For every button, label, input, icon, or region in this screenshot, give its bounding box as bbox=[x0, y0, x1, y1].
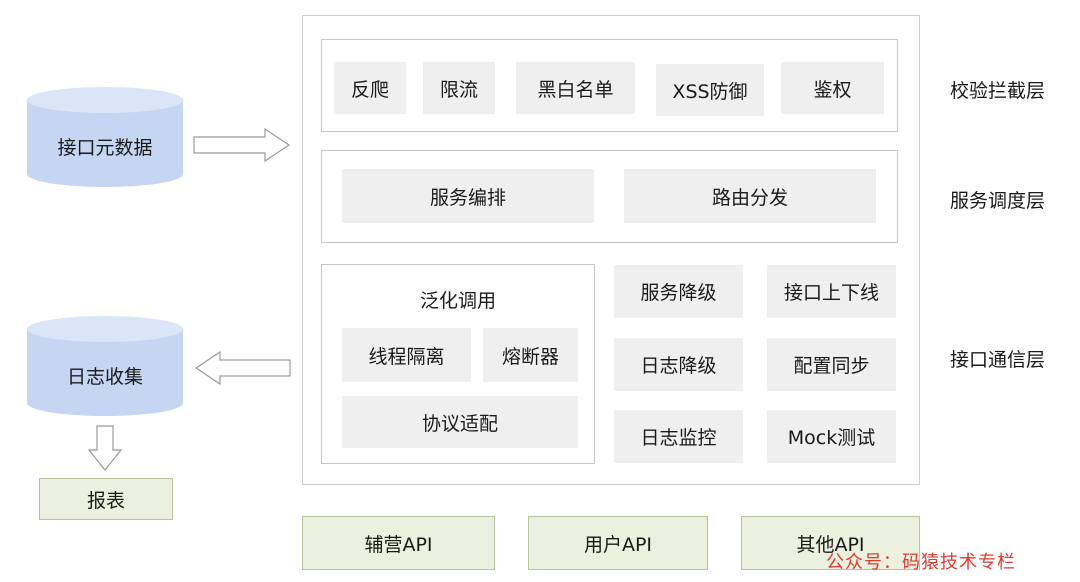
arrow-left-icon bbox=[194, 350, 291, 386]
auth-item: 鉴权 bbox=[781, 62, 884, 114]
interface-online-item: 接口上下线 bbox=[767, 265, 896, 318]
rate-limit-item: 限流 bbox=[423, 62, 495, 114]
xss-defense-item: XSS防御 bbox=[656, 64, 764, 116]
arrow-down-icon bbox=[87, 425, 123, 471]
database-cylinder-metadata bbox=[27, 87, 183, 187]
service-degrade-item: 服务降级 bbox=[614, 265, 743, 318]
database-cylinder-log bbox=[27, 316, 183, 416]
log-monitor-item: 日志监控 bbox=[614, 410, 743, 463]
anti-crawl-item: 反爬 bbox=[334, 62, 406, 114]
thread-isolation-item: 线程隔离 bbox=[342, 328, 471, 382]
report-box: 报表 bbox=[39, 478, 173, 520]
log-degrade-item: 日志降级 bbox=[614, 338, 743, 391]
schedule-layer-label: 服务调度层 bbox=[950, 190, 1046, 212]
service-orchestration-item: 服务编排 bbox=[342, 169, 594, 223]
config-sync-item: 配置同步 bbox=[767, 338, 896, 391]
check-layer-label: 校验拦截层 bbox=[950, 80, 1046, 102]
routing-item: 路由分发 bbox=[624, 169, 876, 223]
generic-call-title: 泛化调用 bbox=[419, 290, 496, 312]
mock-test-item: Mock测试 bbox=[767, 410, 896, 463]
comm-layer-label: 接口通信层 bbox=[950, 349, 1046, 371]
watermark-text: 公众号：码猿技术专栏 bbox=[826, 552, 1016, 573]
metadata-label: 接口元数据 bbox=[57, 136, 153, 159]
blackwhite-list-item: 黑白名单 bbox=[516, 62, 635, 114]
arrow-right-icon bbox=[193, 127, 291, 163]
circuit-breaker-item: 熔断器 bbox=[483, 328, 578, 382]
other-api-box: 其他API bbox=[741, 516, 920, 570]
log-collect-label: 日志收集 bbox=[66, 365, 143, 388]
user-api-box: 用户API bbox=[528, 516, 708, 570]
ancillary-api-box: 辅营API bbox=[302, 516, 495, 570]
protocol-adapter-item: 协议适配 bbox=[342, 396, 578, 448]
